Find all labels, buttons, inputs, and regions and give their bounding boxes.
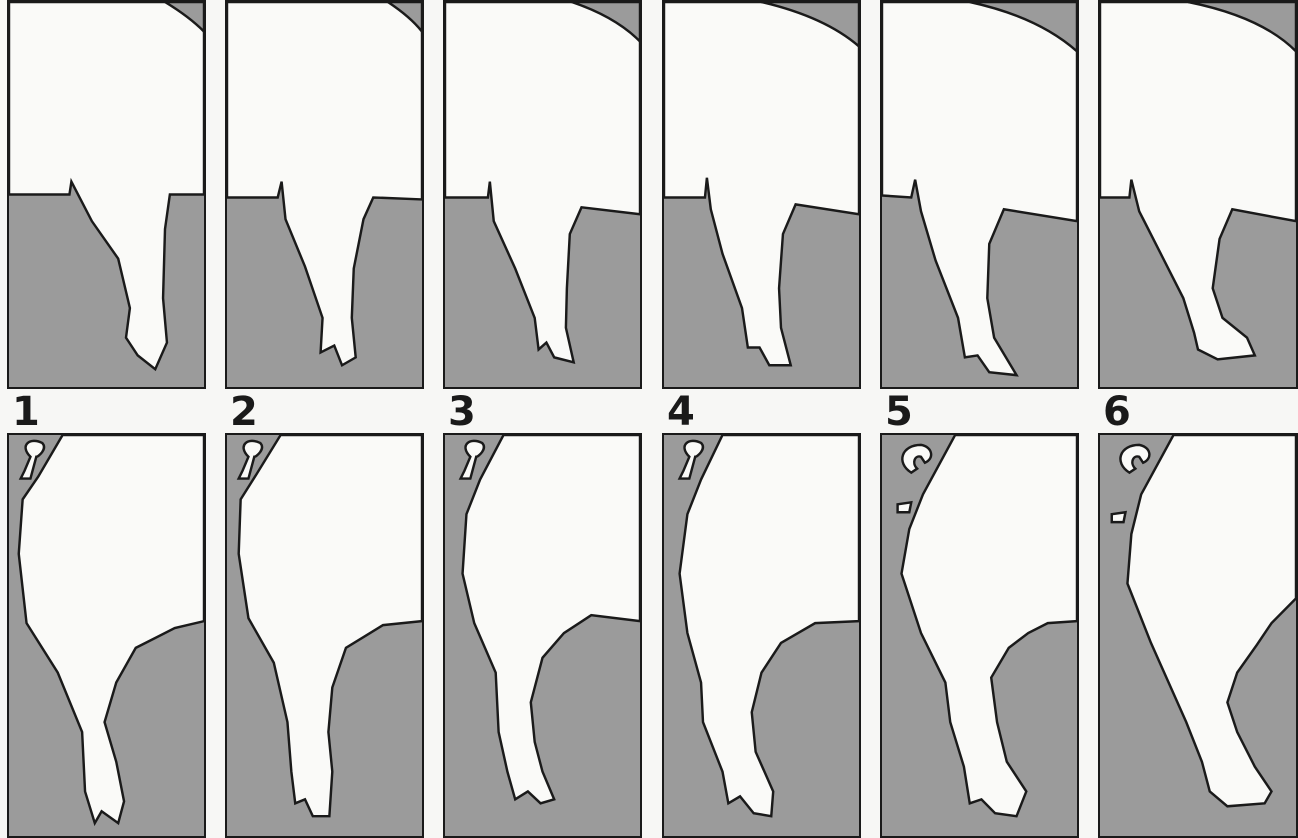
front-leg-panel-3 xyxy=(443,0,642,389)
hind-leg-panel-2 xyxy=(225,433,424,838)
hind-leg-panel-3 xyxy=(443,433,642,838)
hind-leg-panel-5 xyxy=(880,433,1079,838)
figure-label-2: 2 xyxy=(230,392,258,432)
front-leg-drawing-3 xyxy=(445,2,640,387)
front-leg-panel-5 xyxy=(880,0,1079,389)
figure-label-5: 5 xyxy=(885,392,913,432)
hind-leg-drawing-5 xyxy=(882,435,1077,836)
hind-leg-panel-4 xyxy=(662,433,861,838)
front-leg-panel-4 xyxy=(662,0,861,389)
hind-leg-drawing-3 xyxy=(445,435,640,836)
front-leg-drawing-2 xyxy=(227,2,422,387)
hind-leg-panel-1 xyxy=(7,433,206,838)
hind-leg-drawing-6 xyxy=(1100,435,1296,836)
front-leg-panel-6 xyxy=(1098,0,1298,389)
figure-label-4: 4 xyxy=(667,392,695,432)
hind-leg-drawing-1 xyxy=(9,435,204,836)
front-leg-drawing-4 xyxy=(664,2,859,387)
hind-leg-panel-6 xyxy=(1098,433,1298,838)
front-leg-drawing-1 xyxy=(9,2,204,387)
front-leg-drawing-6 xyxy=(1100,2,1296,387)
front-leg-panel-2 xyxy=(225,0,424,389)
front-leg-drawing-5 xyxy=(882,2,1077,387)
figure-label-1: 1 xyxy=(12,392,40,432)
figure-label-3: 3 xyxy=(448,392,476,432)
hind-leg-drawing-2 xyxy=(227,435,422,836)
front-leg-panel-1 xyxy=(7,0,206,389)
hind-leg-drawing-4 xyxy=(664,435,859,836)
figure-label-6: 6 xyxy=(1103,392,1131,432)
